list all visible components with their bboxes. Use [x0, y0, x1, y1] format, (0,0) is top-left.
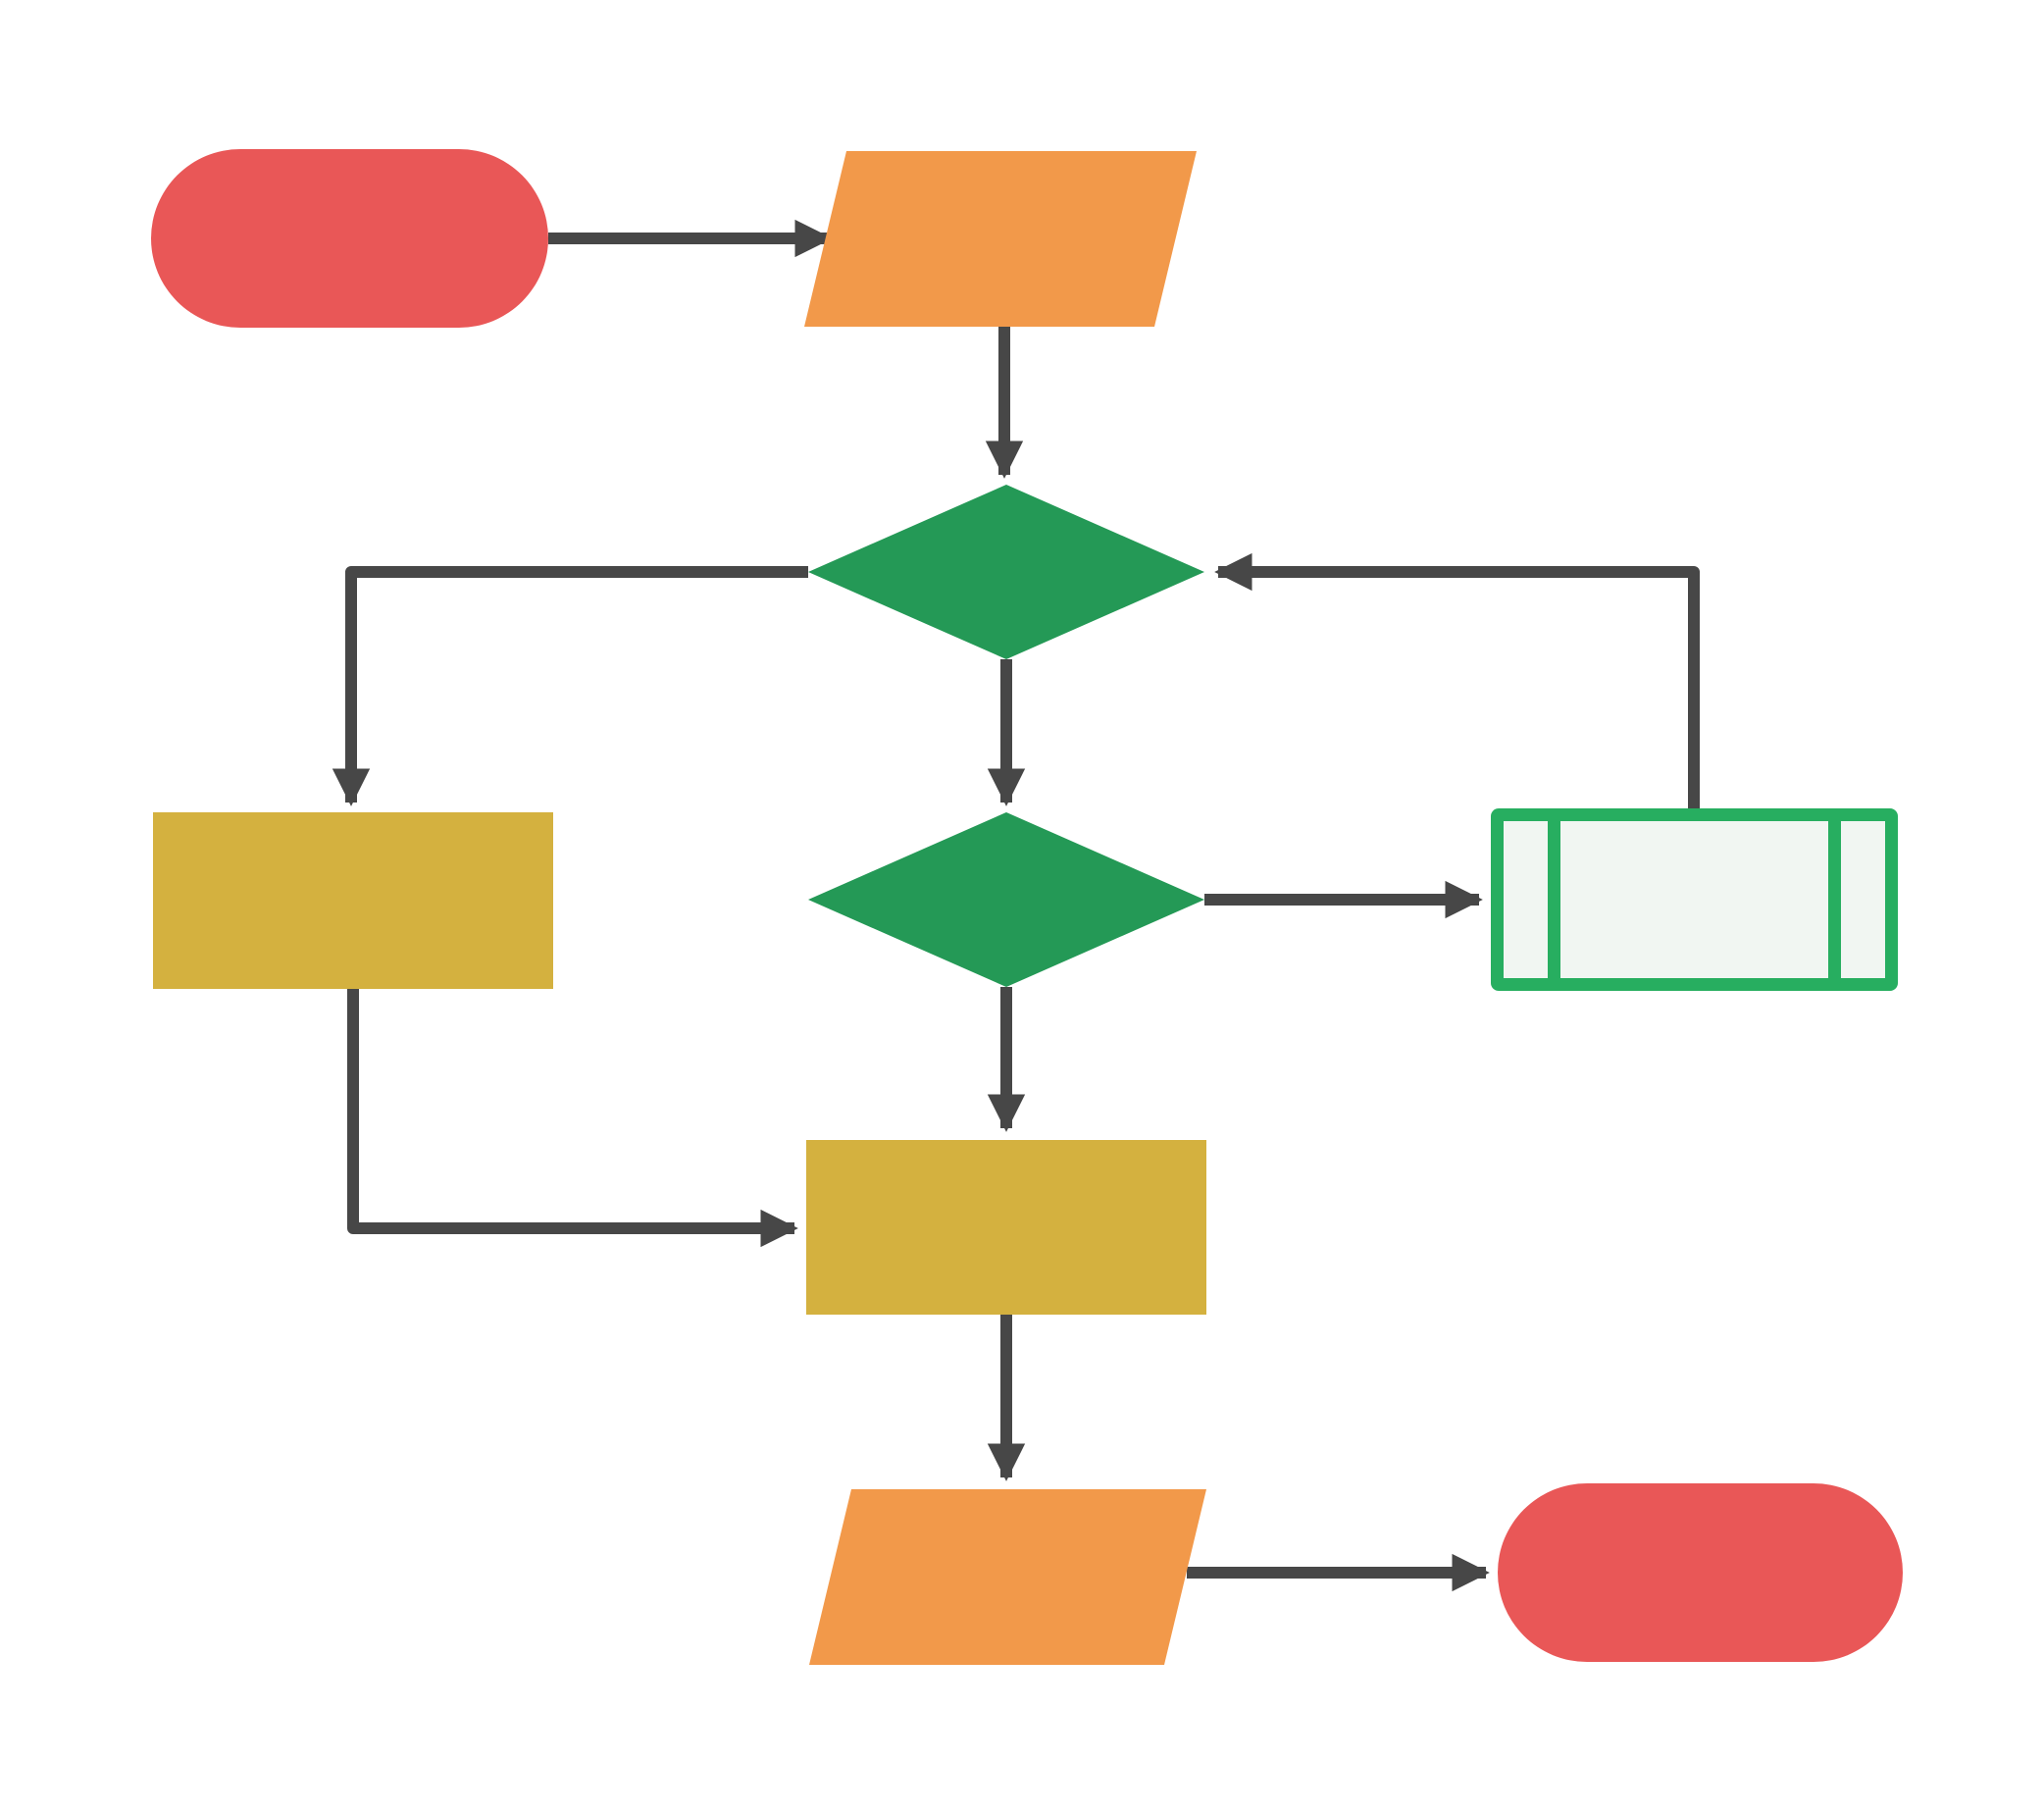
node-decision-2-diamond[interactable]	[808, 812, 1204, 987]
node-input-parallelogram[interactable]	[804, 151, 1197, 327]
subroutine-right-bar	[1828, 821, 1841, 978]
subroutine-body	[1504, 821, 1885, 978]
node-end-terminator[interactable]	[1498, 1483, 1903, 1662]
node-decision-1-diamond[interactable]	[808, 485, 1204, 659]
edge-decision-1-to-process-left[interactable]	[332, 566, 808, 806]
node-layer	[151, 149, 1903, 1665]
edge-process-left-to-process-center[interactable]	[347, 989, 798, 1248]
node-subroutine-predefined-process[interactable]	[1491, 808, 1898, 991]
node-output-parallelogram[interactable]	[809, 1489, 1206, 1665]
edge-subroutine-to-decision-1[interactable]	[1214, 552, 1700, 808]
node-start-terminator[interactable]	[151, 149, 548, 328]
edge-layer	[332, 219, 1700, 1592]
node-process-center-rectangle[interactable]	[806, 1140, 1206, 1315]
node-process-left-rectangle[interactable]	[153, 812, 553, 989]
subroutine-left-bar	[1548, 821, 1560, 978]
